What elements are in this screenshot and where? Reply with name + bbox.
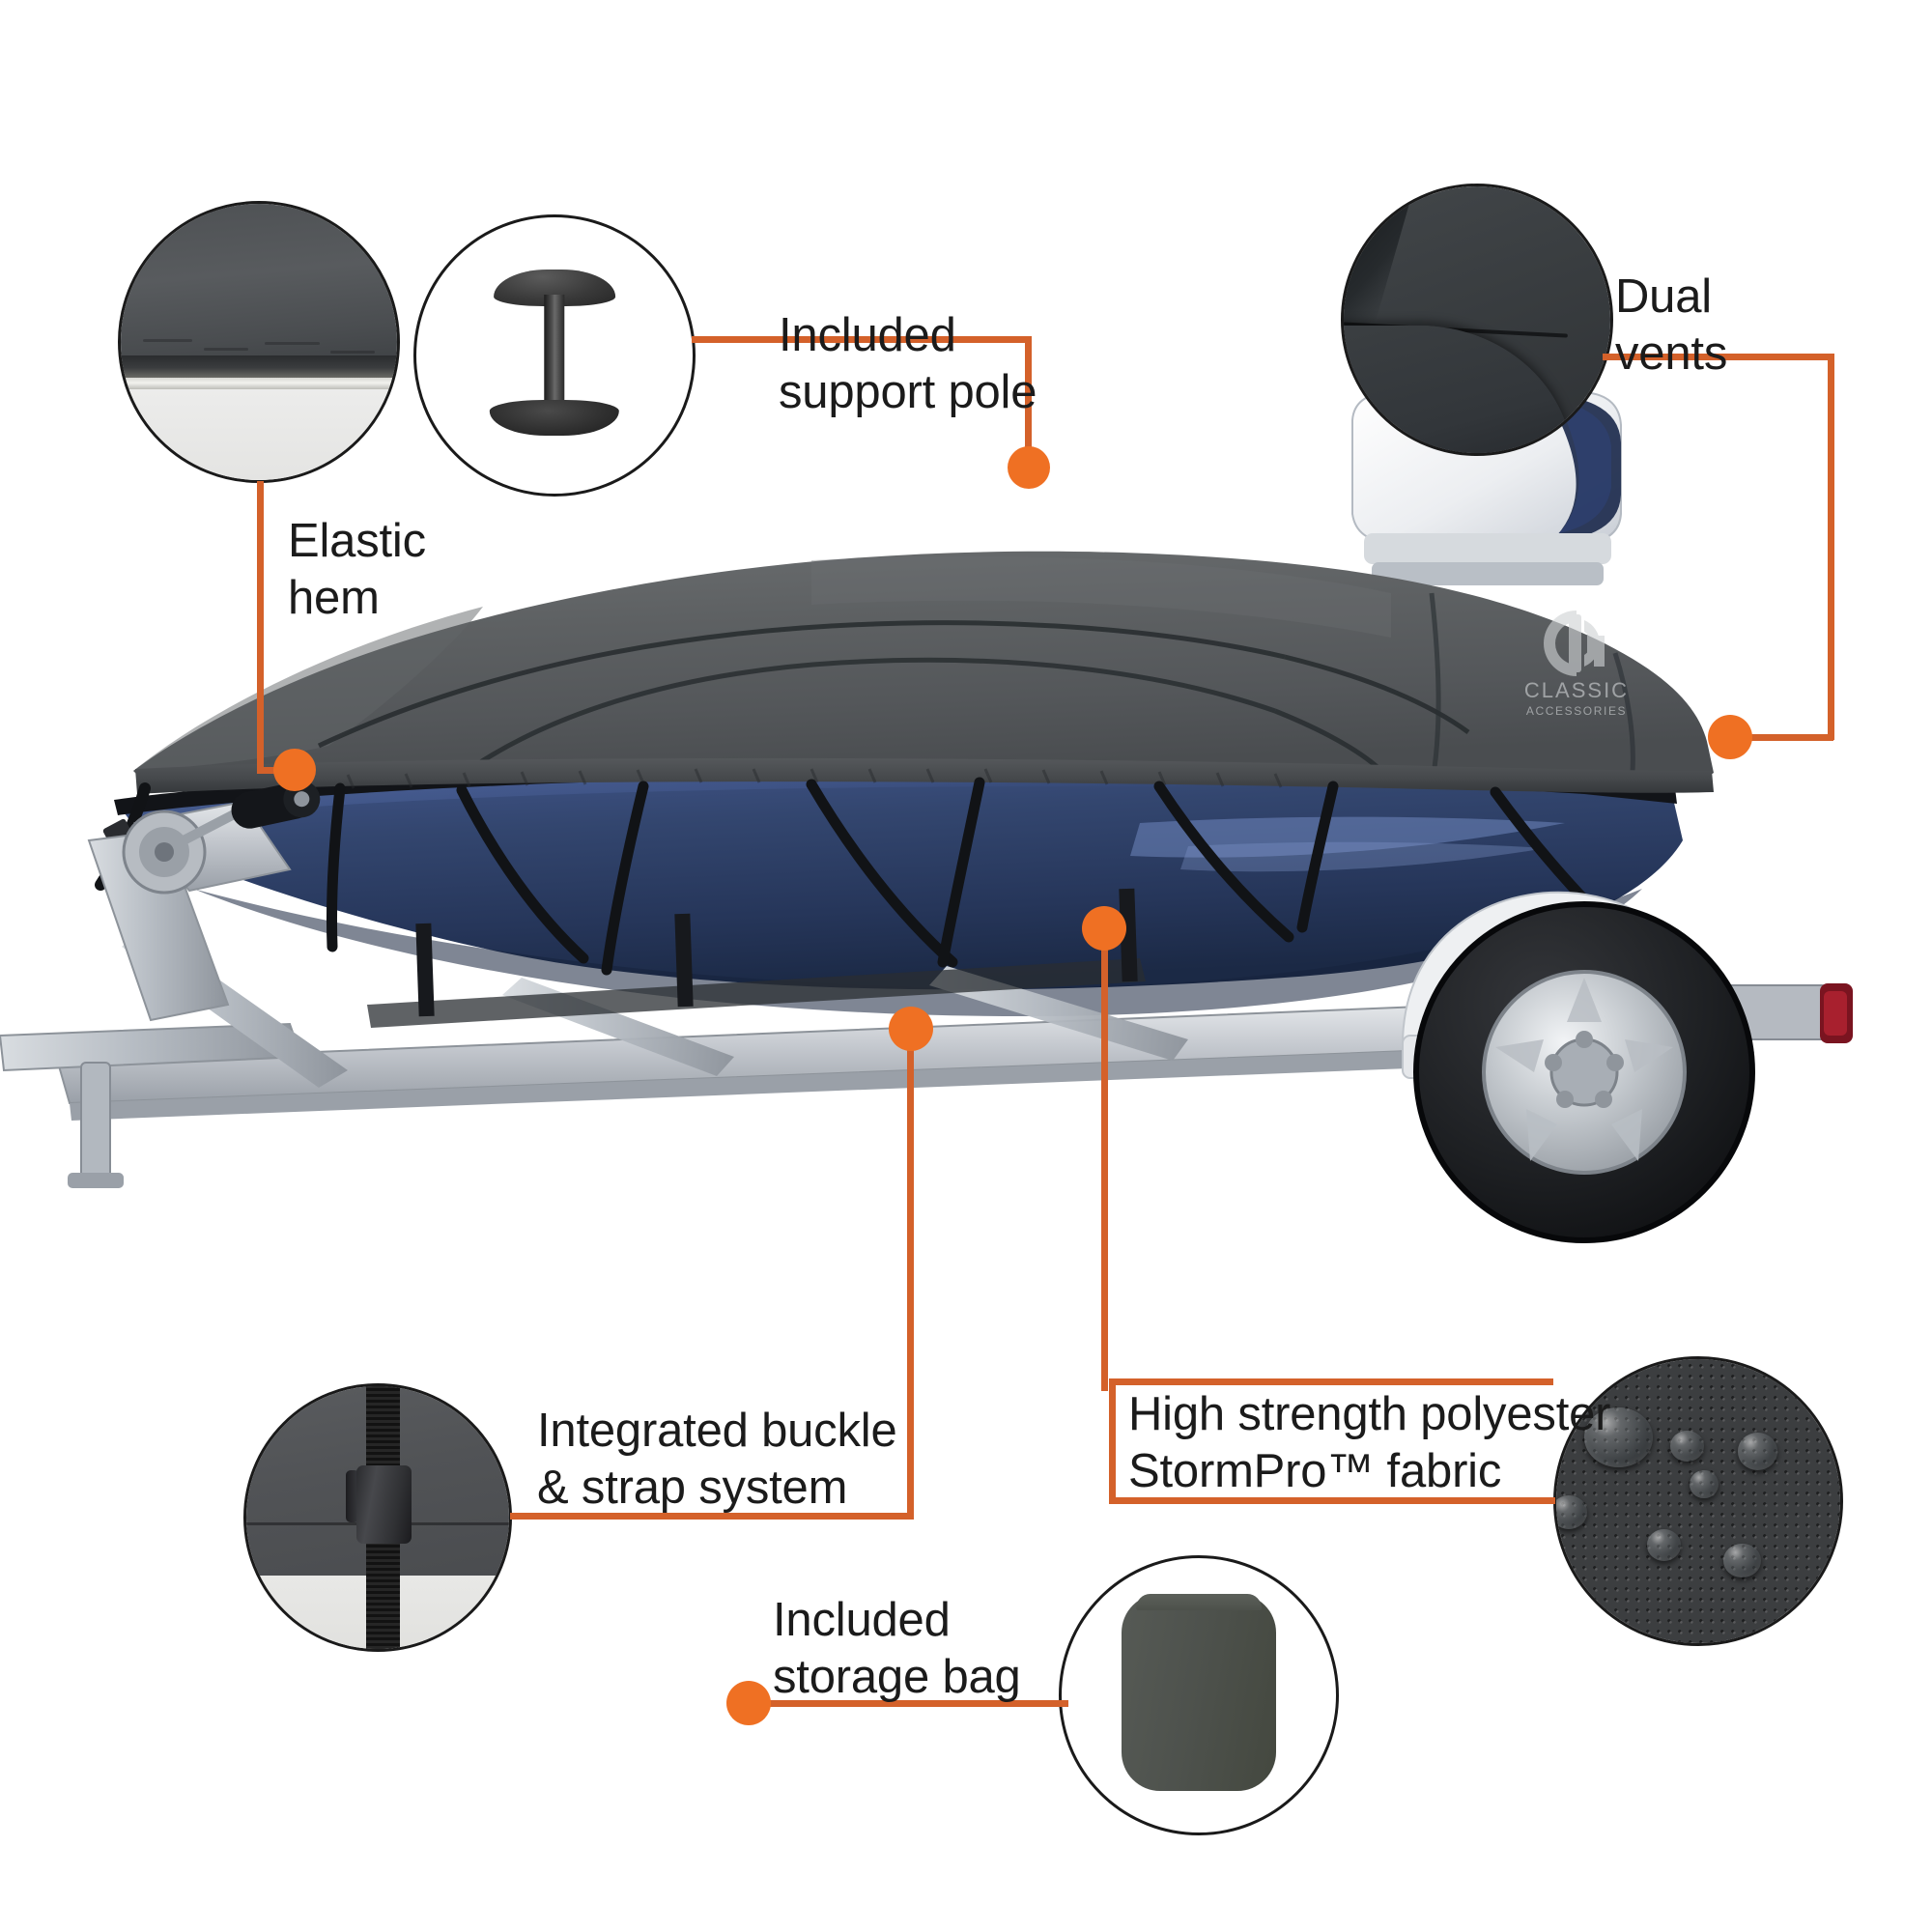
- svg-text:ACCESSORIES: ACCESSORIES: [1526, 704, 1627, 718]
- elastic-hem-label: Elastic hem: [288, 515, 426, 624]
- fabric-water-beading-detail-bubble: [1553, 1356, 1843, 1646]
- dual-vents-detail-bubble: [1341, 184, 1613, 456]
- water-droplet: [1584, 1406, 1653, 1467]
- covered-boat-on-trailer-illustration: CLASSIC ACCESSORIES: [0, 391, 1853, 1243]
- dual-vents-connector-horizontal: [1603, 354, 1834, 360]
- fabric-connector-vertical: [1109, 1378, 1116, 1504]
- water-droplet: [1690, 1469, 1719, 1499]
- support-pole-connector-horizontal: [692, 336, 1032, 343]
- buckle-strap-detail-bubble: [243, 1383, 512, 1652]
- dual-vents-connector-horizontal-2: [1729, 734, 1833, 741]
- fabric-connector-horizontal-top: [1109, 1378, 1553, 1385]
- water-droplet: [1723, 1544, 1761, 1578]
- stormpro-fabric-label: High strength polyester StormPro™ fabric: [1128, 1388, 1611, 1497]
- storage-bag-endpoint-dot: [726, 1681, 771, 1725]
- storage-bag-connector-horizontal: [744, 1700, 1068, 1707]
- fabric-leader-vertical: [1101, 932, 1108, 1391]
- support-pole-detail-bubble: [413, 214, 696, 497]
- buckle-connector-horizontal: [510, 1513, 914, 1520]
- buckle-connector-vertical: [907, 1034, 914, 1517]
- support-pole-label: Included support pole: [779, 309, 1037, 418]
- elastic-hem-connector-vertical: [257, 481, 264, 771]
- svg-text:CLASSIC: CLASSIC: [1524, 678, 1629, 702]
- elastic-hem-endpoint-dot: [273, 749, 316, 791]
- dual-vents-endpoint-dot: [1708, 715, 1752, 759]
- water-droplet: [1647, 1529, 1682, 1561]
- buckle-endpoint-dot: [889, 1007, 933, 1051]
- support-pole-endpoint-dot: [1008, 446, 1050, 489]
- support-pole-connector-vertical: [1025, 336, 1032, 464]
- water-droplet: [1738, 1433, 1778, 1470]
- water-droplet: [1669, 1430, 1704, 1462]
- buckle-strap-label: Integrated buckle & strap system: [537, 1405, 897, 1514]
- storage-bag-label: Included storage bag: [773, 1594, 1021, 1703]
- dual-vents-connector-vertical: [1828, 354, 1834, 740]
- fabric-connector-horizontal-bottom: [1109, 1497, 1555, 1504]
- dual-vents-label: Dual vents: [1615, 270, 1728, 380]
- fabric-endpoint-dot: [1082, 906, 1126, 951]
- storage-bag-detail-bubble: [1059, 1555, 1339, 1835]
- elastic-hem-detail-bubble: [118, 201, 400, 483]
